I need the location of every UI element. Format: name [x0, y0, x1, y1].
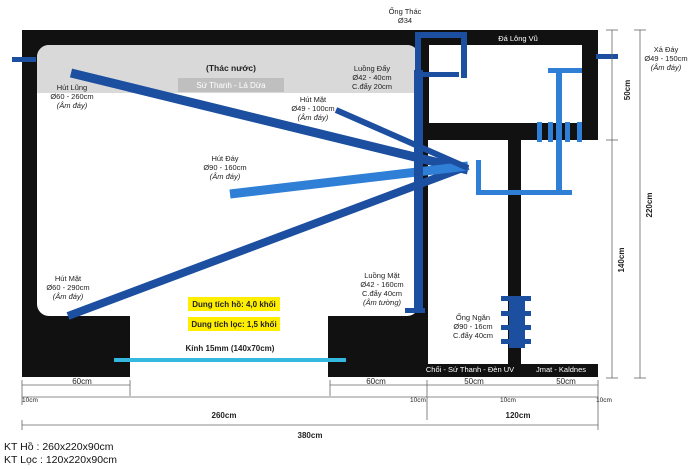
pipe-filter-bottom-h	[480, 190, 572, 195]
label-hut-mat-top-1: Hút Mặt	[300, 95, 327, 104]
pipe-hut-mat-top	[334, 107, 470, 171]
label-hut-mat-2: Ø60 - 290cm	[46, 283, 89, 292]
label-dung-tich-loc: Dung tích lọc: 1,5 khối	[191, 320, 276, 329]
size-notes: KT Hồ : 260x220x90cm KT Lọc : 120x220x90…	[4, 441, 117, 467]
label-hut-mat-top-2: Ø49 - 100cm	[291, 104, 334, 113]
label-jmat: Jmat - Kaldnes	[536, 365, 586, 374]
dim-50-a: 50cm	[464, 377, 484, 386]
label-hut-long-2: Ø60 - 260cm	[50, 92, 93, 101]
dim-v50: 50cm	[623, 80, 632, 100]
filter-plumbing	[12, 32, 618, 348]
pipe-hut-day	[229, 161, 469, 199]
label-luong-day-3: C.đẩy 20cm	[352, 82, 392, 91]
pipe-filter-ring4	[577, 122, 582, 142]
label-choi: Chổi - Sứ Thanh - Đèn UV	[426, 365, 514, 374]
label-luong-mat-1: Luồng Mặt	[364, 271, 400, 280]
label-ong-ngan-1: Ống Ngăn	[456, 312, 490, 322]
pipe-ong-ngan-r3	[501, 325, 531, 330]
pipe-ong-ngan-r4	[501, 339, 531, 344]
pipe-filter-ring1	[537, 122, 542, 142]
label-ong-ngan-2: Ø90 - 16cm	[453, 322, 492, 331]
pond-interior	[37, 45, 419, 316]
pipe-hut-long	[69, 68, 470, 175]
dim-120: 120cm	[506, 411, 531, 420]
label-hut-day-3: (Âm đáy)	[210, 172, 241, 181]
dung-tich-ho-box	[188, 297, 280, 311]
dim-380: 380cm	[298, 431, 323, 440]
label-luong-day-2: Ø42 - 40cm	[352, 73, 391, 82]
pipe-ong-thac-down	[461, 32, 467, 78]
label-dung-tich-ho: Dung tích hồ: 4,0 khối	[192, 300, 276, 309]
dim-10-c: 10cm	[500, 397, 516, 404]
label-hut-mat-3: (Âm đáy)	[53, 292, 84, 301]
label-xa-day-1: Xả Đáy	[654, 45, 679, 54]
dim-60-left: 60cm	[72, 377, 92, 386]
label-su-thanh: Sứ Thanh - Lá Dừa	[196, 81, 266, 90]
pipe-filter-ring3	[565, 122, 570, 142]
label-hut-day-1: Hút Đáy	[211, 154, 238, 163]
note-kt-loc: KT Lọc : 120x220x90cm	[4, 454, 118, 466]
dung-tich-loc-box	[188, 317, 280, 331]
label-da-long-vu: Đá Lông Vũ	[498, 34, 538, 43]
pipe-xa-day	[596, 54, 618, 59]
pipe-ong-thac-vert	[415, 32, 421, 70]
label-ong-thac-1: Ống Thác	[389, 6, 422, 16]
pipe-luong-day-h	[423, 72, 459, 77]
label-ong-ngan-3: C.đẩy 40cm	[453, 331, 493, 340]
label-thac-nuoc: (Thác nước)	[206, 63, 256, 73]
label-hut-mat-top-3: (Âm đáy)	[298, 113, 329, 122]
dimension-lines	[21, 29, 646, 430]
label-hut-long-1: Hút Lũng	[57, 83, 87, 92]
dim-10-b: 10cm	[410, 397, 426, 404]
pipe-filter-center-vert	[556, 70, 562, 194]
pipe-hut-mat-bottom	[66, 162, 470, 320]
label-luong-mat-4: (Âm tường)	[363, 298, 402, 307]
pipe-ong-thac-top	[415, 32, 467, 38]
dim-50-b: 50cm	[556, 377, 576, 386]
pipe-luong-mat-h	[405, 308, 425, 313]
label-xa-day-3: (Âm đáy)	[651, 63, 682, 72]
pipe-filter-ring2	[548, 122, 553, 142]
waterfall-label-bg	[178, 78, 284, 92]
label-hut-mat-1: Hút Mặt	[55, 274, 82, 283]
dim-60-right: 60cm	[366, 377, 386, 386]
pipe-filter-drop	[476, 160, 481, 195]
pipe-hut-long-stub	[12, 57, 36, 62]
pipe-ong-ngan-r1	[501, 296, 531, 301]
pipe-filter-top-h	[548, 68, 582, 73]
dim-v220: 220cm	[645, 193, 654, 218]
label-ong-thac-2: Ø34	[398, 16, 412, 25]
dim-10-a: 10cm	[22, 397, 38, 404]
dim-10-d: 10cm	[596, 397, 612, 404]
label-hut-day-2: Ø90 - 160cm	[203, 163, 246, 172]
pipe-ong-ngan-r2	[501, 311, 531, 316]
pipe-luong-day-vert	[414, 70, 423, 310]
dim-260: 260cm	[212, 411, 237, 420]
dim-v140: 140cm	[617, 248, 626, 273]
label-kinh: Kính 15mm (140x70cm)	[186, 344, 275, 353]
pipes	[66, 68, 470, 320]
label-luong-day-1: Luồng Đẩy	[354, 64, 391, 73]
label-luong-mat-2: Ø42 - 160cm	[360, 280, 403, 289]
label-hut-long-3: (Âm đáy)	[57, 101, 88, 110]
label-luong-mat-3: C.đẩy 40cm	[362, 289, 402, 298]
note-kt-ho: KT Hồ : 260x220x90cm	[4, 441, 114, 453]
label-xa-day-2: Ø49 - 150cm	[644, 54, 687, 63]
